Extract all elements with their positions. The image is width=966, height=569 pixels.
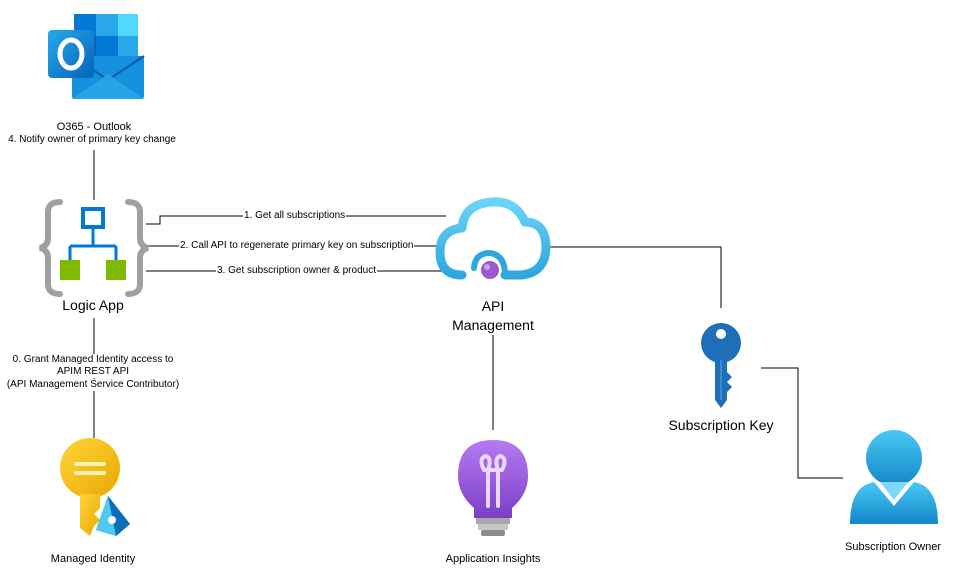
- subscription-owner-label: Subscription Owner: [845, 541, 941, 553]
- regenerate-key-step-label: 2. Call API to regenerate primary key on…: [179, 240, 415, 252]
- logic-app-icon: [39, 199, 149, 297]
- grant-access-step-line1: 0. Grant Managed Identity access to: [11, 354, 175, 366]
- managed-identity-icon: [60, 438, 130, 536]
- logic-app-label: Logic App: [62, 297, 124, 313]
- edge-apim-subscription-key: [546, 246, 722, 308]
- outlook-icon: [48, 14, 145, 99]
- user-icon: [850, 430, 938, 524]
- edge-key-owner: [761, 367, 843, 479]
- grant-access-step-line2: APIM REST API: [55, 366, 131, 378]
- app-insights-label: Application Insights: [445, 553, 541, 565]
- get-owner-step-label: 3. Get subscription owner & product: [216, 265, 377, 277]
- outlook-label: O365 - Outlook: [56, 121, 132, 133]
- grant-access-step-line3: (API Management Service Contributor): [5, 379, 181, 391]
- key-icon: [701, 323, 741, 408]
- subscription-key-label: Subscription Key: [668, 417, 774, 433]
- apim-label-line2: Management: [452, 317, 534, 333]
- managed-identity-label: Managed Identity: [50, 553, 136, 565]
- api-management-cloud-icon: [435, 197, 551, 280]
- get-subscriptions-step-label: 1. Get all subscriptions: [243, 210, 347, 222]
- apim-label-line1: API: [481, 298, 505, 314]
- notify-step-label: 4. Notify owner of primary key change: [8, 134, 176, 145]
- lightbulb-icon: [458, 440, 528, 536]
